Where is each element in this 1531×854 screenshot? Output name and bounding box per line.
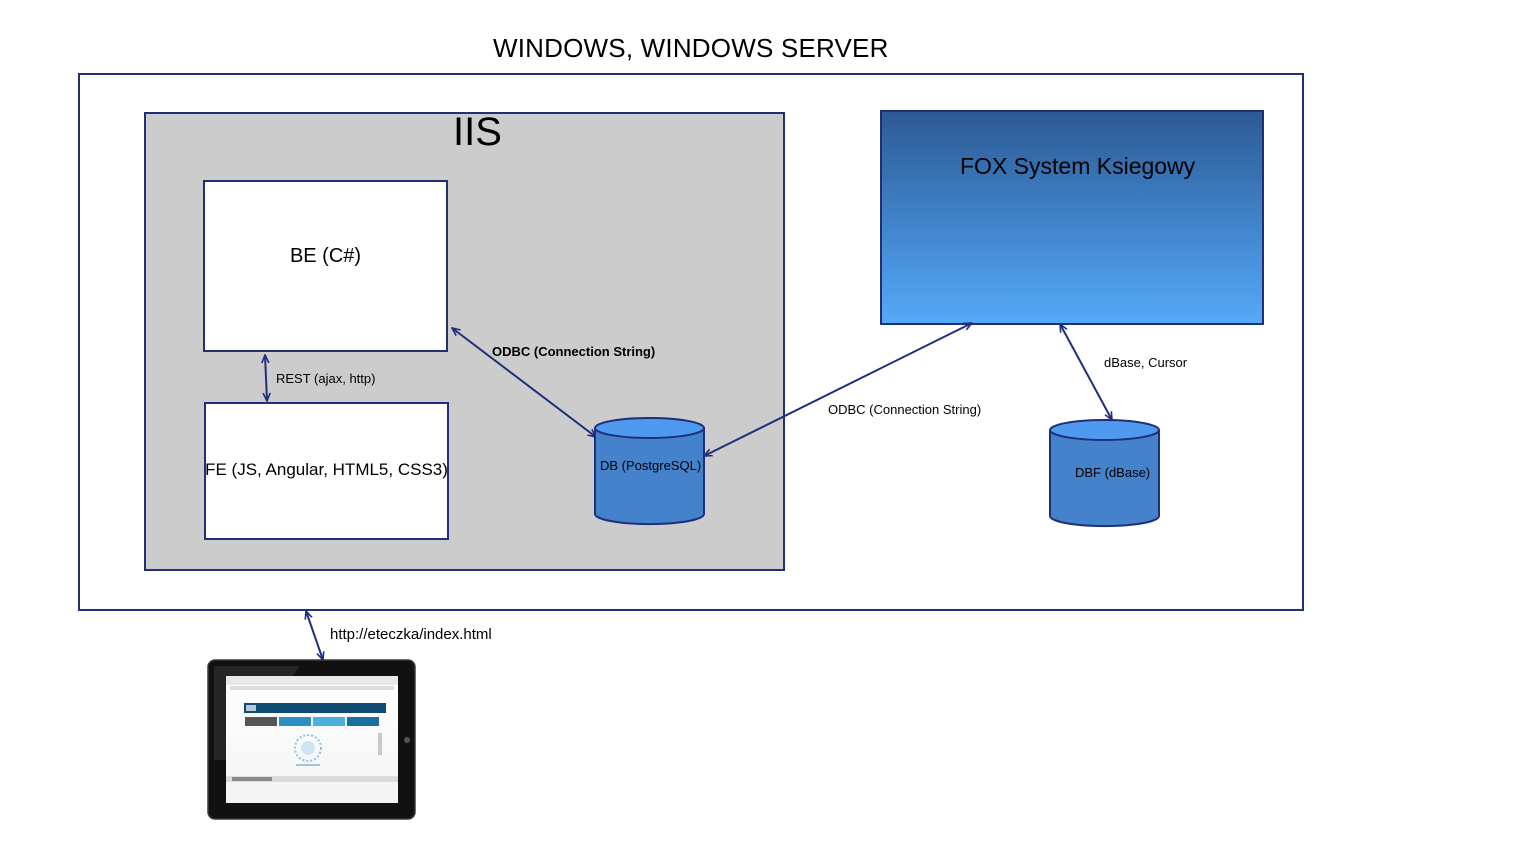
dbase-cursor-edge-label: dBase, Cursor	[1104, 355, 1188, 370]
dbf-database-label: DBF (dBase)	[1075, 465, 1151, 480]
fox-system-label: FOX System Ksiegowy	[960, 153, 1196, 179]
http-url-edge-label: http://eteczka/index.html	[330, 626, 492, 643]
odbc-db-fox-edge-label: ODBC (Connection String)	[828, 402, 982, 417]
fox-system-node	[880, 110, 1264, 325]
backend-label: BE (C#)	[289, 244, 362, 267]
http-arrow	[306, 611, 323, 660]
frontend-label: FE (JS, Angular, HTML5, CSS3)	[205, 460, 448, 479]
frontend-node: FE (JS, Angular, HTML5, CSS3)	[204, 402, 449, 540]
page-title: WINDOWS, WINDOWS SERVER	[493, 33, 889, 63]
odbc-be-db-edge-label: ODBC (Connection String)	[492, 344, 656, 359]
iis-label: IIS	[453, 110, 502, 154]
backend-node: BE (C#)	[203, 180, 448, 352]
tablet-device-icon	[207, 659, 416, 820]
rest-edge-label: REST (ajax, http)	[276, 371, 376, 386]
postgres-database-label: DB (PostgreSQL)	[600, 458, 702, 473]
